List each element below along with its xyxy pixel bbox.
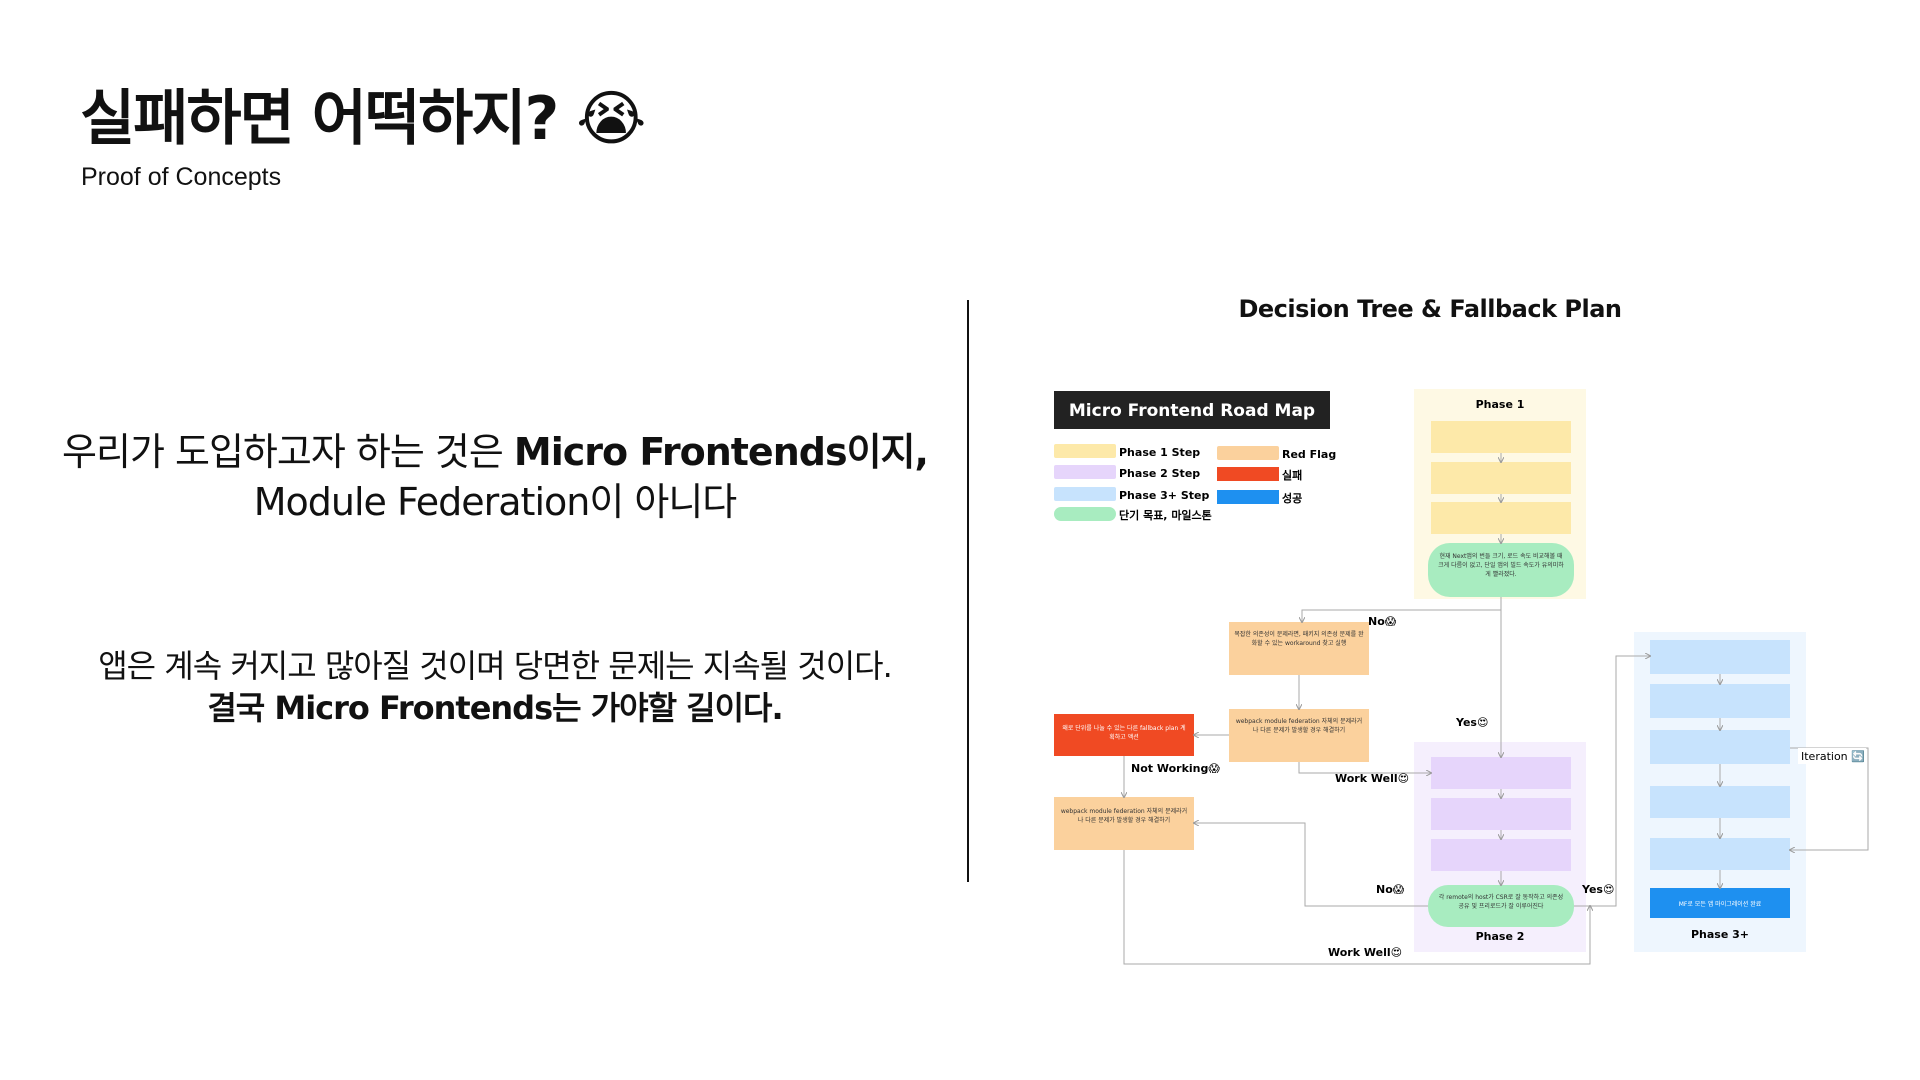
phase2-milestone <box>1428 885 1574 927</box>
legend-swatch-phase2 <box>1054 465 1116 479</box>
redflag-box-2 <box>1229 709 1369 762</box>
redflag-box-1 <box>1229 622 1369 675</box>
legend-swatch-redflag <box>1217 446 1279 460</box>
edge-label-not-working: Not Working😱 <box>1131 762 1220 775</box>
edge-label-yes-1: Yes😍 <box>1455 716 1488 729</box>
phase2-milestone-text: 각 remote의 host가 CSR로 잘 동작하고 의존성 공유 및 프리로… <box>1438 894 1564 910</box>
phase1-group: Phase 1 현재 Next앱의 번들 크기, 로드 속도 비교해볼 때 크게… <box>1414 389 1586 599</box>
legend-swatch-phase3 <box>1054 487 1116 501</box>
legend-label-phase2: Phase 2 Step <box>1119 467 1200 480</box>
redflag-text-1: 복잡한 의존성이 문제라면, 패키지 의존성 문제를 완화할 수 있는 work… <box>1234 631 1364 647</box>
roadmap-title-bar <box>1054 391 1330 429</box>
legend-label-success: 성공 <box>1282 491 1302 505</box>
phase3-step-5 <box>1650 838 1790 870</box>
phase3-step-2 <box>1650 684 1790 718</box>
legend-swatch-success <box>1217 490 1279 504</box>
legend-label-fail: 실패 <box>1282 468 1302 482</box>
redflag-text-2: webpack module federation 자체의 문제라거나 다른 문… <box>1235 718 1363 734</box>
phase1-milestone <box>1428 543 1574 597</box>
legend-label-redflag: Red Flag <box>1282 448 1336 461</box>
phase2-step-2 <box>1431 798 1571 830</box>
phase3-step-3 <box>1650 730 1790 764</box>
legend-label-milestone: 단기 목표, 마일스톤 <box>1119 508 1212 522</box>
fail-box-text: 왜로 단위를 나눌 수 있는 다른 fallback plan 계획하고 액션 <box>1062 725 1186 741</box>
phase3-group: MF로 모든 앱 마이그레이션 완료 Phase 3+ <box>1634 632 1806 952</box>
edge-label-no-2: No😱 <box>1376 883 1405 896</box>
legend-label-phase1: Phase 1 Step <box>1119 446 1200 459</box>
iteration-label-bg <box>1798 748 1866 764</box>
legend-swatch-phase1 <box>1054 444 1116 458</box>
edge-label-work-well-1: Work Well😍 <box>1335 772 1409 785</box>
legend: Phase 1 Step Phase 2 Step Phase 3+ Step … <box>1054 444 1336 522</box>
success-box-text: MF로 모든 앱 마이그레이션 완료 <box>1679 900 1762 908</box>
crying-face-icon: 😭 <box>576 84 646 154</box>
fail-box <box>1054 714 1194 756</box>
key-message-2: 앱은 계속 커지고 많아질 것이며 당면한 문제는 지속될 것이다. 결국 Mi… <box>98 647 893 727</box>
phase1-step-1 <box>1431 421 1571 453</box>
success-box <box>1650 888 1790 918</box>
edge-label-yes-2: Yes😍 <box>1581 883 1614 896</box>
page-subtitle: Proof of Concepts <box>81 163 282 191</box>
phase2-step-3 <box>1431 839 1571 871</box>
legend-swatch-milestone <box>1054 507 1116 521</box>
legend-label-phase3: Phase 3+ Step <box>1119 489 1209 502</box>
edge-label-no-1: No😱 <box>1368 615 1397 628</box>
redflag-text-3: webpack module federation 자체의 문제라거나 다른 문… <box>1060 808 1188 824</box>
page-title: 실패하면 어떡하지? 😭 <box>80 84 646 154</box>
roadmap-title: Micro Frontend Road Map <box>1069 401 1315 421</box>
phase1-step-2 <box>1431 462 1571 494</box>
phase3-step-4 <box>1650 786 1790 818</box>
legend-swatch-fail <box>1217 467 1279 481</box>
phase2-group: 각 remote의 host가 CSR로 잘 동작하고 의존성 공유 및 프리로… <box>1414 742 1586 952</box>
phase1-milestone-text: 현재 Next앱의 번들 크기, 로드 속도 비교해볼 때 크게 다름이 없고,… <box>1438 553 1564 578</box>
edge-label-iteration: Iteration 🔄 <box>1801 750 1865 763</box>
phase2-step-1 <box>1431 757 1571 789</box>
vertical-divider <box>967 300 969 882</box>
diagram-title: Decision Tree & Fallback Plan <box>1238 295 1622 323</box>
phase1-step-3 <box>1431 502 1571 534</box>
phase3-step-1 <box>1650 640 1790 674</box>
edge-label-work-well-2: Work Well😍 <box>1328 946 1402 959</box>
phase1-label: Phase 1 <box>1476 398 1525 411</box>
phase2-label: Phase 2 <box>1476 930 1525 943</box>
key-message-1: 우리가 도입하고자 하는 것은 Micro Frontends이지, Modul… <box>62 430 929 524</box>
phase3-label: Phase 3+ <box>1691 928 1749 941</box>
redflag-box-3 <box>1054 797 1194 850</box>
